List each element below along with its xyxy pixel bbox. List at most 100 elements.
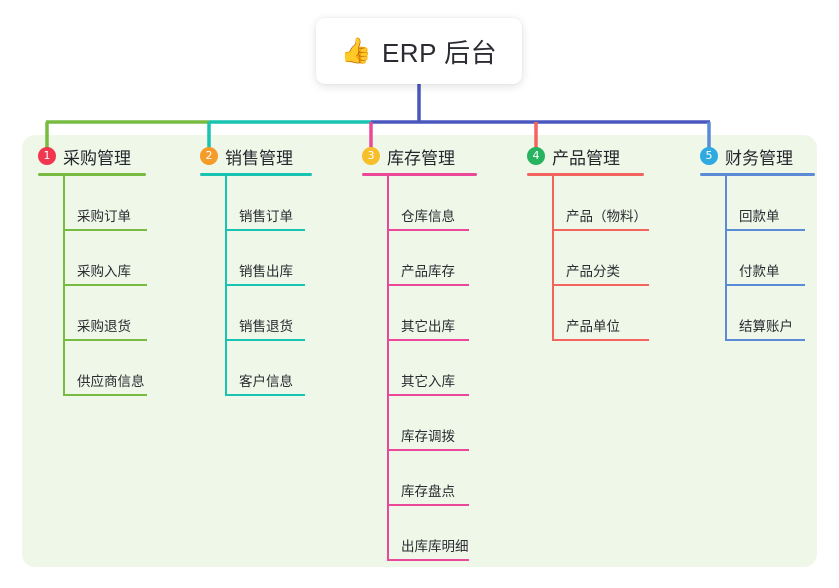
leaf-item[interactable]: 销售出库 xyxy=(227,231,312,286)
number-badge-icon: 3 xyxy=(362,147,380,165)
branch-spine xyxy=(725,176,727,341)
column-items-5: 回款单付款单结算账户 xyxy=(725,176,815,341)
leaf-item-label: 产品单位 xyxy=(566,319,620,334)
leaf-item-label: 仓库信息 xyxy=(401,209,455,224)
leaf-item[interactable]: 其它入库 xyxy=(389,341,477,396)
leaf-item-underline xyxy=(727,339,805,341)
root-title: ERP 后台 xyxy=(381,37,498,68)
root-node[interactable]: 👍 ERP 后台 xyxy=(316,18,522,84)
leaf-item[interactable]: 付款单 xyxy=(727,231,815,286)
leaf-item[interactable]: 供应商信息 xyxy=(65,341,147,396)
leaf-item-label: 采购订单 xyxy=(77,209,131,224)
column-5: 5 财务管理回款单付款单结算账户 xyxy=(700,144,815,341)
leaf-item-underline xyxy=(727,229,805,231)
leaf-item-underline xyxy=(389,229,469,231)
leaf-item-label: 销售退货 xyxy=(239,319,293,334)
column-underline xyxy=(38,173,146,176)
leaf-item[interactable]: 产品库存 xyxy=(389,231,477,286)
column-items-3: 仓库信息产品库存其它出库其它入库库存调拨库存盘点出库库明细 xyxy=(387,176,477,561)
column-title: 产品管理 xyxy=(552,148,620,168)
number-badge-icon: 5 xyxy=(700,147,718,165)
leaf-item-underline xyxy=(554,339,649,341)
column-2: 2 销售管理销售订单销售出库销售退货客户信息 xyxy=(200,144,312,396)
number-badge-icon: 4 xyxy=(527,147,545,165)
leaf-item-label: 客户信息 xyxy=(239,374,293,389)
leaf-item-label: 产品（物料） xyxy=(566,209,647,224)
leaf-item-label: 付款单 xyxy=(739,264,780,279)
diagram-board-background xyxy=(22,135,817,567)
leaf-item[interactable]: 库存调拨 xyxy=(389,396,477,451)
leaf-item-underline xyxy=(389,394,469,396)
number-badge-icon: 1 xyxy=(38,147,56,165)
column-header-4[interactable]: 4 产品管理 xyxy=(527,144,647,168)
leaf-item-underline xyxy=(389,339,469,341)
column-items-2: 销售订单销售出库销售退货客户信息 xyxy=(225,176,312,396)
leaf-item-label: 库存盘点 xyxy=(401,484,455,499)
column-title: 财务管理 xyxy=(725,148,793,168)
leaf-item-label: 其它出库 xyxy=(401,319,455,334)
leaf-item-label: 结算账户 xyxy=(739,319,793,334)
leaf-item-underline xyxy=(227,339,305,341)
leaf-item-underline xyxy=(554,229,649,231)
number-badge-icon: 2 xyxy=(200,147,218,165)
branch-spine xyxy=(225,176,227,396)
leaf-item-underline xyxy=(65,284,147,286)
leaf-item-label: 产品分类 xyxy=(566,264,620,279)
leaf-item-label: 其它入库 xyxy=(401,374,455,389)
column-items-1: 采购订单采购入库采购退货供应商信息 xyxy=(63,176,147,396)
leaf-item-label: 产品库存 xyxy=(401,264,455,279)
leaf-item-underline xyxy=(65,229,147,231)
branch-spine xyxy=(387,176,389,561)
column-header-3[interactable]: 3 库存管理 xyxy=(362,144,477,168)
leaf-item-label: 采购退货 xyxy=(77,319,131,334)
leaf-item-label: 采购入库 xyxy=(77,264,131,279)
leaf-item-underline xyxy=(554,284,649,286)
leaf-item-underline xyxy=(389,504,469,506)
leaf-item-label: 库存调拨 xyxy=(401,429,455,444)
leaf-item-label: 销售出库 xyxy=(239,264,293,279)
leaf-item-label: 销售订单 xyxy=(239,209,293,224)
leaf-item[interactable]: 产品单位 xyxy=(554,286,649,341)
leaf-item[interactable]: 仓库信息 xyxy=(389,176,477,231)
column-header-5[interactable]: 5 财务管理 xyxy=(700,144,815,168)
leaf-item[interactable]: 客户信息 xyxy=(227,341,312,396)
leaf-item-underline xyxy=(227,284,305,286)
leaf-item[interactable]: 产品分类 xyxy=(554,231,649,286)
leaf-item[interactable]: 产品（物料） xyxy=(554,176,649,231)
leaf-item[interactable]: 采购入库 xyxy=(65,231,147,286)
column-underline xyxy=(362,173,477,176)
leaf-item[interactable]: 回款单 xyxy=(727,176,815,231)
column-4: 4 产品管理产品（物料） 产品分类产品单位 xyxy=(527,144,649,341)
branch-spine xyxy=(63,176,65,396)
column-title: 销售管理 xyxy=(225,148,293,168)
leaf-item-underline xyxy=(65,339,147,341)
leaf-item[interactable]: 其它出库 xyxy=(389,286,477,341)
leaf-item-underline xyxy=(389,284,469,286)
leaf-item[interactable]: 销售退货 xyxy=(227,286,312,341)
thumbs-up-icon: 👍 xyxy=(340,36,372,65)
leaf-item[interactable]: 采购订单 xyxy=(65,176,147,231)
leaf-item-underline xyxy=(227,394,305,396)
leaf-item-label: 供应商信息 xyxy=(77,374,145,389)
leaf-item-underline xyxy=(65,394,147,396)
leaf-item-underline xyxy=(389,449,469,451)
leaf-item-underline xyxy=(727,284,805,286)
leaf-item[interactable]: 库存盘点 xyxy=(389,451,477,506)
leaf-item[interactable]: 采购退货 xyxy=(65,286,147,341)
column-underline xyxy=(200,173,312,176)
column-underline xyxy=(527,173,644,176)
leaf-item-label: 出库库明细 xyxy=(401,539,469,554)
leaf-item-underline xyxy=(227,229,305,231)
column-1: 1 采购管理采购订单采购入库采购退货供应商信息 xyxy=(38,144,147,396)
leaf-item-label: 回款单 xyxy=(739,209,780,224)
column-title: 采购管理 xyxy=(63,148,131,168)
leaf-item[interactable]: 出库库明细 xyxy=(389,506,477,561)
column-header-2[interactable]: 2 销售管理 xyxy=(200,144,312,168)
column-title: 库存管理 xyxy=(387,148,455,168)
column-header-1[interactable]: 1 采购管理 xyxy=(38,144,146,168)
branch-spine xyxy=(552,176,554,341)
column-underline xyxy=(700,173,815,176)
leaf-item[interactable]: 结算账户 xyxy=(727,286,815,341)
leaf-item[interactable]: 销售订单 xyxy=(227,176,312,231)
